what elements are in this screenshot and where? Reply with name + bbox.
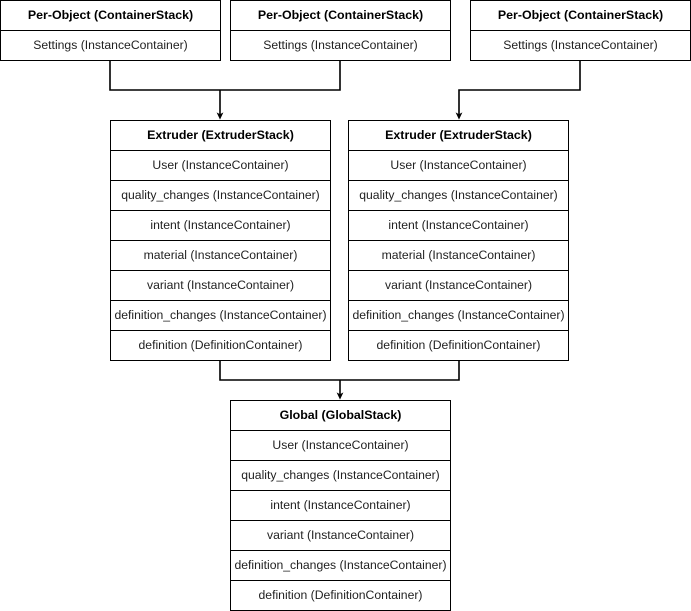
container-row: intent (InstanceContainer): [231, 491, 450, 521]
container-row: quality_changes (InstanceContainer): [349, 181, 568, 211]
container-row: quality_changes (InstanceContainer): [111, 181, 330, 211]
container-row: variant (InstanceContainer): [231, 521, 450, 551]
container-row: User (InstanceContainer): [111, 151, 330, 181]
edge-perobject3-to-extruder2: [455, 60, 581, 120]
container-row: User (InstanceContainer): [349, 151, 568, 181]
container-row: Settings (InstanceContainer): [1, 31, 220, 61]
node-per-object-stack-3[interactable]: Per-Object (ContainerStack) Settings (In…: [470, 0, 691, 61]
container-row: definition_changes (InstanceContainer): [231, 551, 450, 581]
node-header: Extruder (ExtruderStack): [349, 121, 568, 151]
container-row: User (InstanceContainer): [231, 431, 450, 461]
container-row: definition_changes (InstanceContainer): [349, 301, 568, 331]
container-row: material (InstanceContainer): [111, 241, 330, 271]
node-header: Extruder (ExtruderStack): [111, 121, 330, 151]
container-row: quality_changes (InstanceContainer): [231, 461, 450, 491]
node-header: Per-Object (ContainerStack): [231, 1, 450, 31]
node-per-object-stack-2[interactable]: Per-Object (ContainerStack) Settings (In…: [230, 0, 451, 61]
container-row: definition (DefinitionContainer): [231, 581, 450, 611]
container-row: intent (InstanceContainer): [349, 211, 568, 241]
container-row: definition (DefinitionContainer): [349, 331, 568, 361]
container-row: Settings (InstanceContainer): [471, 31, 690, 61]
node-per-object-stack-1[interactable]: Per-Object (ContainerStack) Settings (In…: [0, 0, 221, 61]
node-extruder-stack-2[interactable]: Extruder (ExtruderStack) User (InstanceC…: [348, 120, 569, 361]
node-extruder-stack-1[interactable]: Extruder (ExtruderStack) User (InstanceC…: [110, 120, 331, 361]
node-header: Per-Object (ContainerStack): [1, 1, 220, 31]
node-header: Per-Object (ContainerStack): [471, 1, 690, 31]
edge-perobject1-to-extruder1: [109, 60, 220, 91]
edge-extruder2-to-global: [340, 360, 460, 381]
container-row: definition_changes (InstanceContainer): [111, 301, 330, 331]
node-global-stack[interactable]: Global (GlobalStack) User (InstanceConta…: [230, 400, 451, 611]
container-row: material (InstanceContainer): [349, 241, 568, 271]
edge-perobject2-to-extruder1: [220, 60, 341, 91]
node-header: Global (GlobalStack): [231, 401, 450, 431]
container-row: definition (DefinitionContainer): [111, 331, 330, 361]
edge-extruder1-to-global: [219, 360, 340, 381]
container-row: intent (InstanceContainer): [111, 211, 330, 241]
container-row: variant (InstanceContainer): [349, 271, 568, 301]
container-row: Settings (InstanceContainer): [231, 31, 450, 61]
container-row: variant (InstanceContainer): [111, 271, 330, 301]
